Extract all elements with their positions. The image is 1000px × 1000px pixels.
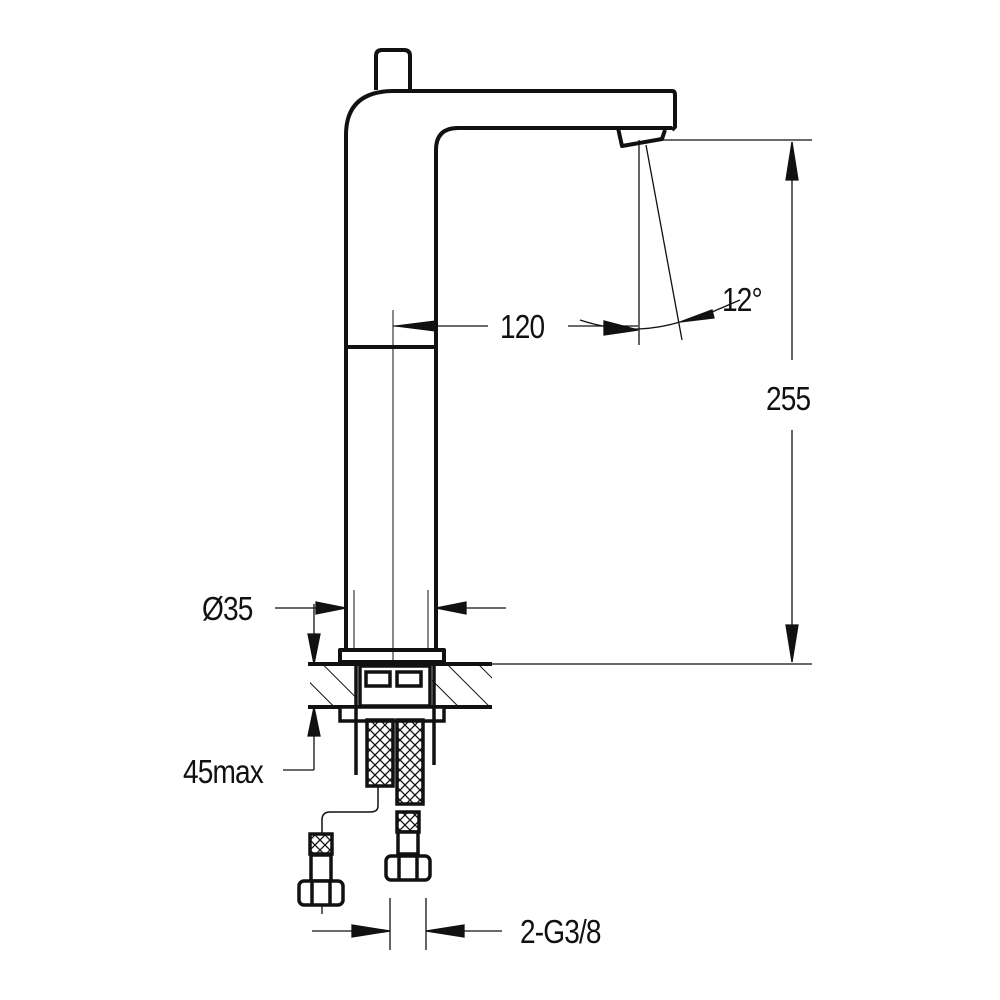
hose-connectors (297, 830, 432, 907)
dimension-deck-thickness: 45max (183, 753, 264, 790)
aerator (616, 127, 667, 148)
dimension-spout-angle: 12° (722, 281, 763, 318)
center-lines (353, 310, 429, 665)
dimension-lines (275, 139, 812, 950)
dimension-body-diameter: Ø35 (202, 590, 253, 627)
mounting-assembly (338, 664, 446, 775)
handle-knob (374, 48, 412, 90)
dimension-connections: 2-G3/8 (520, 913, 602, 950)
dimension-spout-reach: 120 (500, 308, 545, 345)
dimension-total-height: 255 (766, 380, 811, 417)
faucet-body (338, 48, 677, 664)
